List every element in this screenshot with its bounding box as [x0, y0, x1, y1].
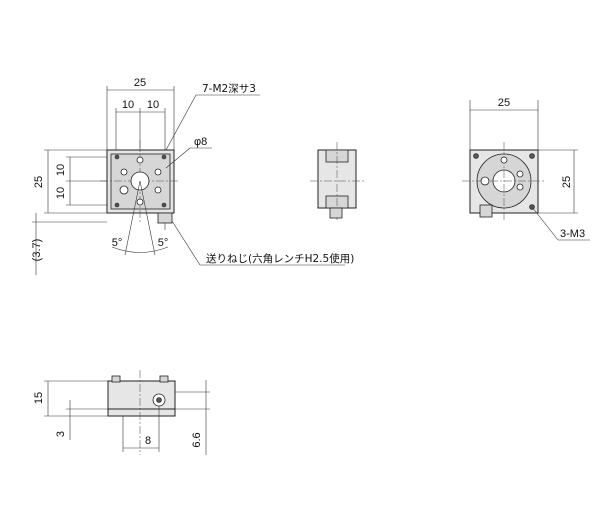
- hole: [120, 168, 128, 176]
- leader-line: [171, 220, 201, 266]
- dim-top-half-upper: 10: [55, 164, 67, 176]
- angle-left: 5°: [112, 237, 123, 249]
- dim-top-half-left: 10: [122, 99, 134, 111]
- dim-bottom-height: 25: [561, 176, 573, 188]
- angle-right: 5°: [158, 237, 169, 249]
- tapped-hole: [114, 202, 120, 208]
- dim-top-height: 25: [33, 176, 45, 188]
- tapped-hole: [161, 202, 167, 208]
- dim-side-width: 8: [145, 435, 151, 447]
- angle-line: [124, 180, 141, 256]
- callout-mount-holes: 3-M3: [560, 228, 585, 240]
- dim-top-half-right: 10: [147, 99, 159, 111]
- feed-screw: [157, 212, 173, 224]
- front-pin: [159, 375, 169, 383]
- dim-side-screw: 6.6: [191, 432, 203, 447]
- dim-offset: (3.7): [31, 239, 43, 262]
- front-view: 15 3 6.6 8: [33, 370, 210, 455]
- front-pin: [111, 375, 121, 383]
- leader-line: [531, 206, 559, 241]
- mount-hole: [529, 153, 535, 159]
- hex-socket: [156, 397, 162, 403]
- dim-side-height: 15: [33, 392, 45, 404]
- hole: [154, 186, 162, 194]
- hole: [516, 183, 524, 191]
- hole: [480, 176, 490, 186]
- callout-feed-screw: 送りねじ(六角レンチH2.5使用): [206, 252, 354, 265]
- dim-top-width: 25: [134, 77, 146, 89]
- hole: [516, 170, 524, 178]
- hole: [136, 156, 144, 164]
- bottom-screw: [479, 204, 493, 218]
- mount-hole: [473, 153, 479, 159]
- hole: [500, 156, 508, 164]
- angle-line: [139, 180, 156, 256]
- side-view-middle: [310, 142, 364, 220]
- callout-bore: φ8: [194, 136, 207, 148]
- angle-arc: [111, 246, 169, 253]
- tapped-hole: [161, 154, 167, 160]
- dim-side-small: 3: [55, 431, 67, 437]
- dim-bottom-width: 25: [498, 97, 510, 109]
- hole: [119, 185, 129, 195]
- bottom-view: 25 25 3-M3: [462, 97, 590, 241]
- leader-line: [165, 147, 191, 169]
- callout-tapped-holes: 7-M2深サ3: [202, 83, 256, 95]
- hole: [136, 198, 144, 206]
- dim-top-half-lower: 10: [55, 187, 67, 199]
- leader-line: [165, 94, 197, 151]
- side-screw: [329, 207, 343, 219]
- top-view: 25 10 10 25 10 10 (3.7): [31, 77, 354, 275]
- tapped-hole: [114, 154, 120, 160]
- hole: [154, 168, 162, 176]
